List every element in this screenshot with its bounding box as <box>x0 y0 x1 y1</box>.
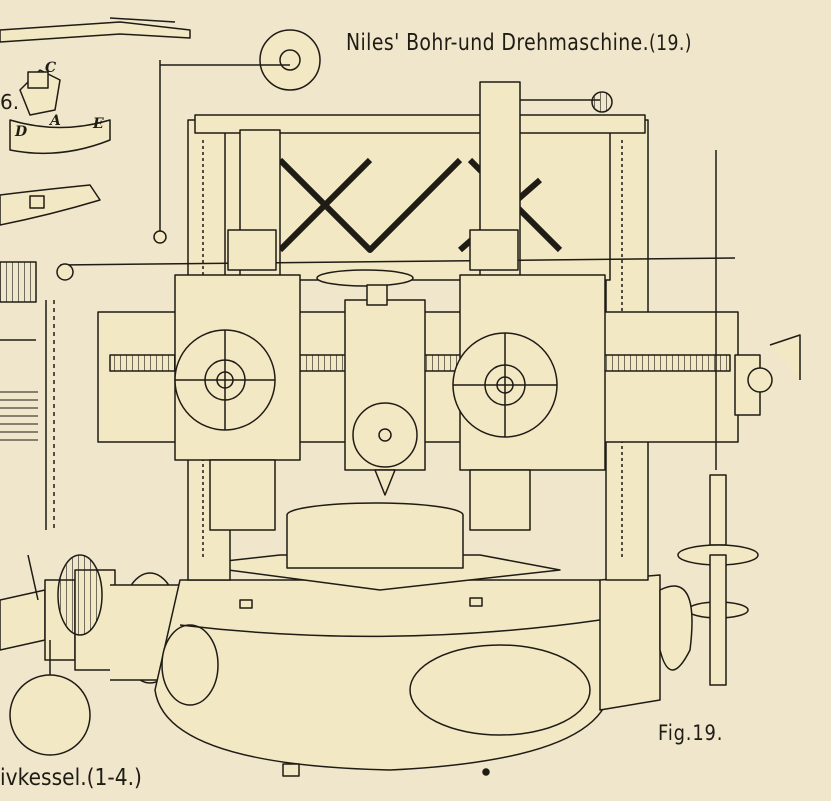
right-saddle <box>452 229 606 531</box>
part-letter-a: A <box>50 113 61 129</box>
bottom-caption-text: ivkessel. <box>0 765 87 791</box>
bottom-caption-number: (1-4.) <box>86 765 142 791</box>
figure-label: Fig.19. <box>658 721 724 745</box>
plate-title-number: (19.) <box>649 31 692 55</box>
base-feet <box>239 597 490 777</box>
machine-base <box>154 574 661 771</box>
left-saddle <box>174 229 301 531</box>
part-letter-e: E <box>93 116 104 132</box>
right-feed <box>659 150 801 686</box>
left-drive-assembly <box>0 554 181 756</box>
plate-title-main: Niles' Bohr-und Drehmaschine. <box>346 30 650 56</box>
part-letter-d: D <box>15 124 28 140</box>
top-frame <box>153 29 646 283</box>
part-letter-c: C <box>45 60 57 76</box>
left-partial-figures <box>0 17 191 530</box>
centre-head <box>316 269 426 496</box>
bottom-caption: ivkessel.(1-4.) <box>0 765 142 791</box>
plate-title: Niles' Bohr-und Drehmaschine.(19.) <box>346 30 692 56</box>
rotary-table <box>189 502 561 591</box>
partial-figure-number: 6. <box>0 90 20 114</box>
